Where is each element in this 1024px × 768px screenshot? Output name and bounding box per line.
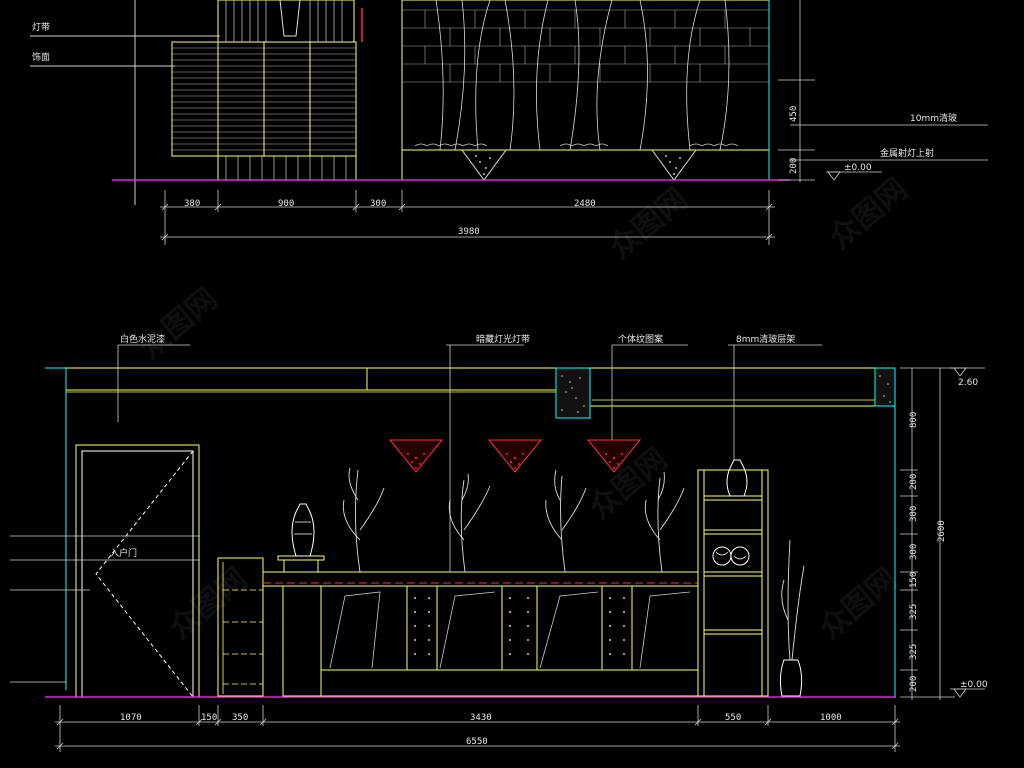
bottom-elevation: 白色水泥漆 暗藏灯光灯带 个体纹图案 8mm清玻层架 入户门 <box>10 333 988 752</box>
floor-vase <box>779 539 805 697</box>
dim-bottom-1000: 1000 <box>820 713 842 723</box>
glass-shelf-unit <box>697 459 769 697</box>
label-door: 入户门 <box>110 547 137 559</box>
dim-bottom-total: 6550 <box>466 737 488 747</box>
watermark: 众图网 <box>163 561 254 646</box>
slat-panel-top <box>217 0 363 43</box>
pendant-lights <box>388 439 642 473</box>
dim-bottom-3430: 3430 <box>470 713 492 723</box>
label-hidden-light: 暗藏灯光灯带 <box>476 333 530 345</box>
watermark-layer: 众图网 众图网 众图网 众图网 众图网 众图网 <box>133 171 914 646</box>
watermark: 众图网 <box>813 561 904 646</box>
slat-cabinet <box>171 41 357 180</box>
dim-right-800: 800 <box>909 412 919 428</box>
label-finish: 饰面 <box>32 51 50 63</box>
label-glass-shelf: 8mm清玻层架 <box>736 333 795 345</box>
dim-bottom-550: 550 <box>725 713 741 723</box>
drawer-cabinet <box>217 503 325 697</box>
entrance-door: 入户门 <box>10 444 200 698</box>
ceiling <box>45 367 896 698</box>
dim-right-325b: 325 <box>909 644 919 660</box>
label-light-strip: 灯带 <box>32 22 50 33</box>
dim-top-2480: 2480 <box>574 199 596 209</box>
top-elevation: 灯带 饰面 <box>30 0 988 245</box>
label-glass: 10mm清玻 <box>910 112 957 124</box>
level-top-zero: ±0.00 <box>844 163 872 173</box>
dim-top-right-450: 450 <box>789 106 799 122</box>
level-zero: ±0.00 <box>960 680 988 690</box>
dim-right-200b: 200 <box>909 676 919 692</box>
level-260: 2.60 <box>958 378 978 388</box>
level-marker-lower: ±0.00 <box>950 680 988 698</box>
dim-right-150: 150 <box>909 572 919 588</box>
dim-top-380: 380 <box>184 199 200 209</box>
dim-right-total: 2600 <box>937 520 947 542</box>
watermark: 众图网 <box>603 181 694 266</box>
dim-top-900: 900 <box>278 199 294 209</box>
dim-bottom-350: 350 <box>232 713 248 723</box>
label-spotlight: 金属射灯上射 <box>880 147 934 159</box>
dim-top-total: 3980 <box>458 227 480 237</box>
watermark: 众图网 <box>133 281 224 366</box>
dim-right-200a: 200 <box>909 474 919 490</box>
dim-right-300b: 300 <box>909 544 919 560</box>
brick-glass-wall <box>401 0 770 181</box>
label-pattern: 个体纹图案 <box>618 333 663 345</box>
dim-right-300a: 300 <box>909 506 919 522</box>
level-marker-top: ±0.00 <box>826 163 882 181</box>
dim-bottom-150: 150 <box>201 713 217 723</box>
watermark: 众图网 <box>823 171 914 256</box>
dim-right-325a: 325 <box>909 604 919 620</box>
dim-top-300: 300 <box>370 199 386 209</box>
dim-bottom-1070: 1070 <box>120 713 142 723</box>
label-ceiling-paint: 白色水泥漆 <box>120 333 165 345</box>
dim-top-right-200: 200 <box>789 158 799 174</box>
level-marker-upper: 2.60 <box>950 367 985 388</box>
